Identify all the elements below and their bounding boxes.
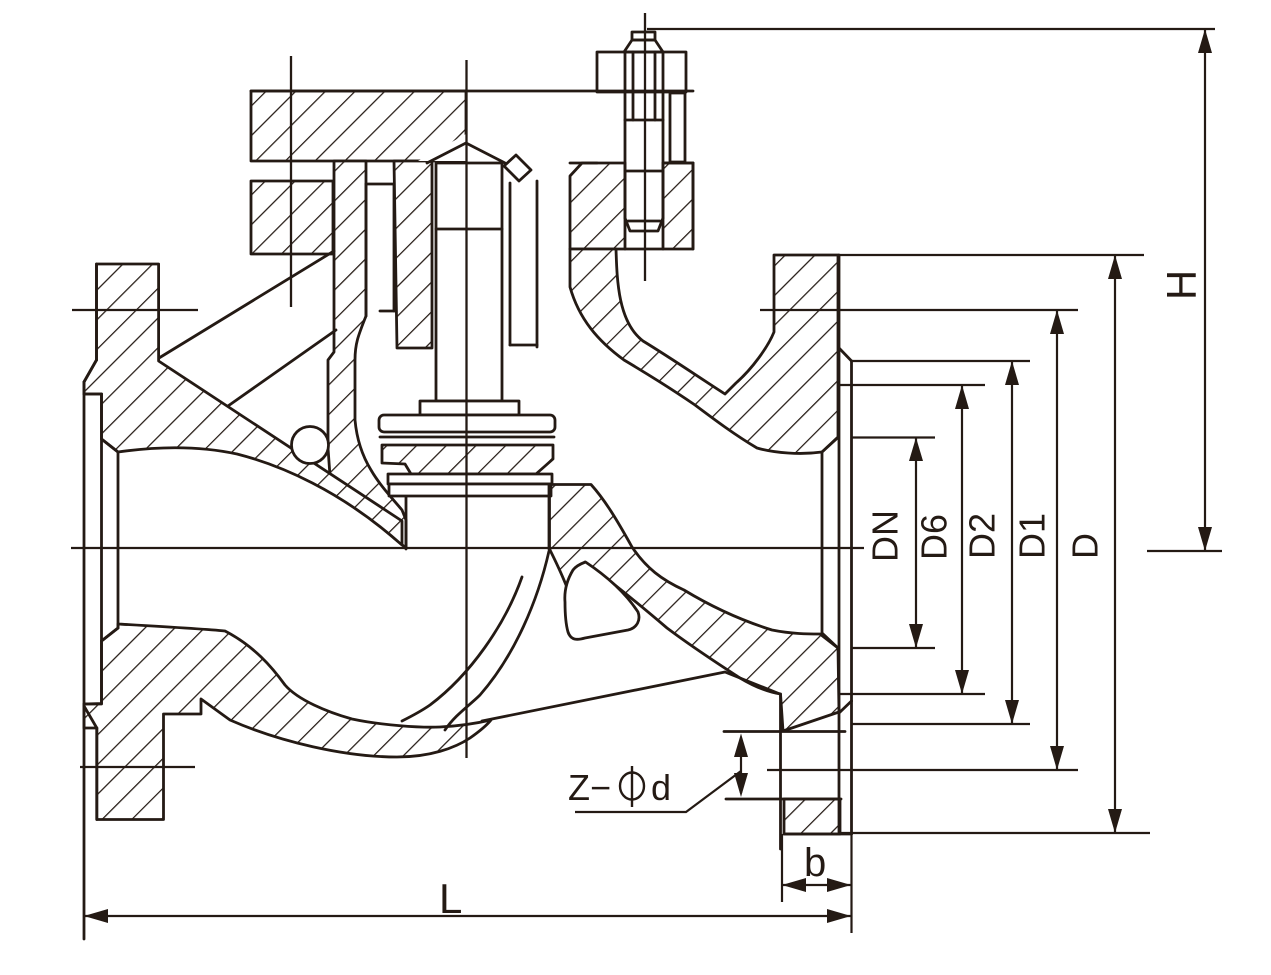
svg-text:Z−: Z− [568,767,611,808]
svg-text:D2: D2 [962,513,1003,559]
svg-text:D6: D6 [914,514,955,560]
svg-text:D: D [1065,533,1106,559]
svg-text:DN: DN [865,510,906,562]
svg-text:b: b [804,841,826,885]
svg-text:D1: D1 [1012,513,1053,559]
svg-text:d: d [651,767,671,808]
svg-text:H: H [1158,270,1205,300]
svg-text:L: L [439,875,462,922]
